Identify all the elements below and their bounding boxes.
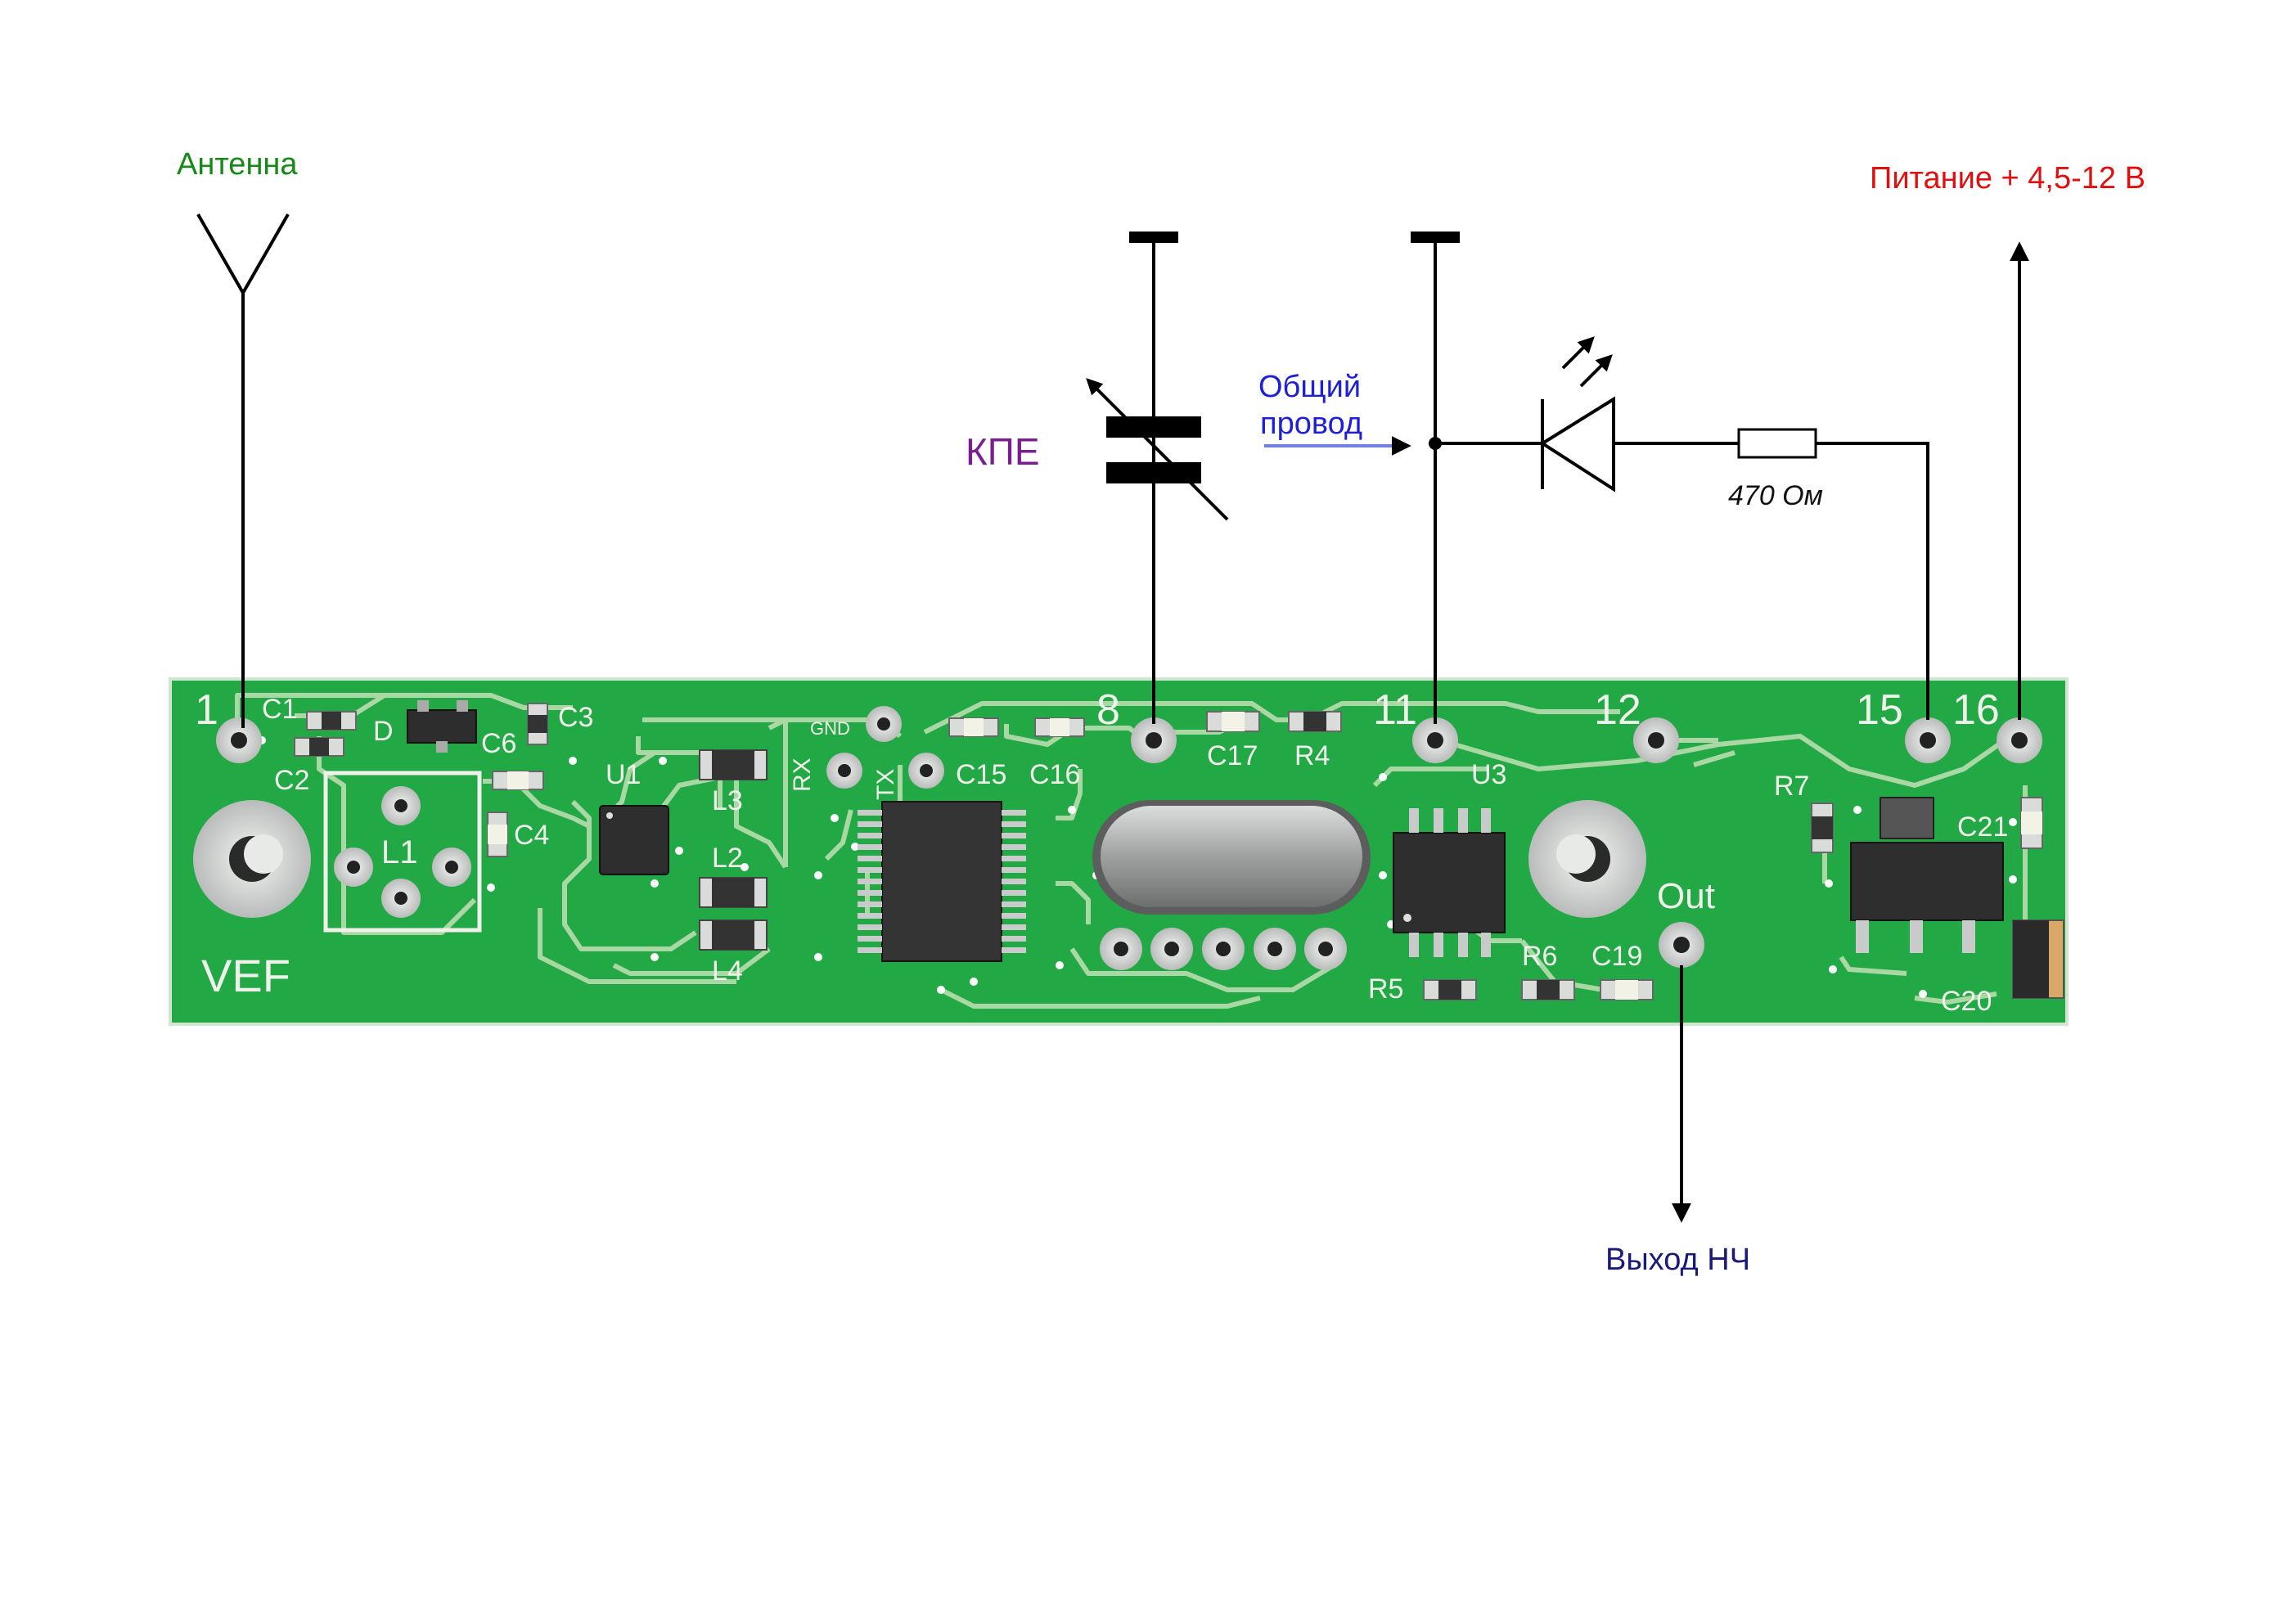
pin-label-16: 16 xyxy=(1952,686,2000,734)
smd-parts xyxy=(294,700,2064,1000)
pcb-board: 1 8 11 12 15 16 VEF Out GND RX TX C1 C2 … xyxy=(169,677,2069,1026)
mounting-hole-right xyxy=(1528,800,1646,918)
ref-r6: R6 xyxy=(1522,941,1557,972)
ref-c6: C6 xyxy=(481,728,516,759)
pcb-pads xyxy=(216,706,2042,970)
output-label: Выход НЧ xyxy=(1605,1243,1750,1277)
ic-main xyxy=(858,801,1026,962)
voltage-regulator xyxy=(1850,797,2004,953)
ic-u3 xyxy=(1393,808,1506,957)
ref-c19: C19 xyxy=(1591,941,1642,972)
ref-l4: L4 xyxy=(712,955,743,987)
external-wiring xyxy=(196,214,2029,1223)
out-label: Out xyxy=(1657,876,1715,916)
pin-label-15: 15 xyxy=(1856,686,1903,734)
pin-label-11: 11 xyxy=(1373,686,1417,734)
ref-u1: U1 xyxy=(606,759,641,790)
ref-c3: C3 xyxy=(558,702,593,733)
ref-l2: L2 xyxy=(712,843,743,874)
ref-r5: R5 xyxy=(1368,973,1403,1005)
ref-c15: C15 xyxy=(956,759,1006,790)
ic-u1 xyxy=(599,805,669,875)
ref-l1: L1 xyxy=(381,834,418,870)
ref-d: D xyxy=(373,716,394,747)
ref-c1: C1 xyxy=(262,694,297,725)
mounting-hole-left xyxy=(193,800,311,918)
pin-label-1: 1 xyxy=(195,686,218,734)
antenna-label: Антенна xyxy=(177,147,298,182)
kpe-arrow xyxy=(1086,378,1229,521)
ref-c20: C20 xyxy=(1941,986,1992,1017)
pin-label-12: 12 xyxy=(1594,686,1641,734)
inductor-l1 xyxy=(323,771,482,933)
gnd-label: GND xyxy=(810,718,850,739)
board-brand: VEF xyxy=(201,950,290,1001)
ref-c2: C2 xyxy=(274,765,309,796)
led-triangle xyxy=(1539,396,1615,492)
silkscreen: 1 8 11 12 15 16 VEF Out GND RX TX C1 C2 … xyxy=(195,686,2008,1017)
ref-c16: C16 xyxy=(1029,759,1080,790)
ref-c21: C21 xyxy=(1957,812,2008,843)
ref-u3: U3 xyxy=(1471,759,1506,790)
ref-c17: C17 xyxy=(1207,740,1258,771)
resistor-470 xyxy=(1737,428,1817,459)
resistor-value-label: 470 Ом xyxy=(1728,480,1823,511)
crystal xyxy=(1092,800,1371,915)
rx-label: RX xyxy=(789,758,816,792)
ref-c4: C4 xyxy=(514,820,549,851)
led-ray-1 xyxy=(1561,336,1595,370)
led-ray-2 xyxy=(1579,354,1613,388)
ref-r7: R7 xyxy=(1774,771,1809,802)
ref-r4: R4 xyxy=(1294,740,1330,771)
power-label: Питание + 4,5-12 В xyxy=(1870,161,2145,196)
pin-label-8: 8 xyxy=(1096,686,1120,734)
common-wire-label-line2: провод xyxy=(1260,407,1362,441)
kpe-label: КПЕ xyxy=(966,430,1040,473)
ref-l3: L3 xyxy=(712,785,743,816)
tx-label: TX xyxy=(872,769,899,800)
antenna-symbol xyxy=(196,214,290,728)
resistor-wire xyxy=(1816,442,1929,720)
common-wire-label-line1: Общий xyxy=(1258,370,1361,404)
